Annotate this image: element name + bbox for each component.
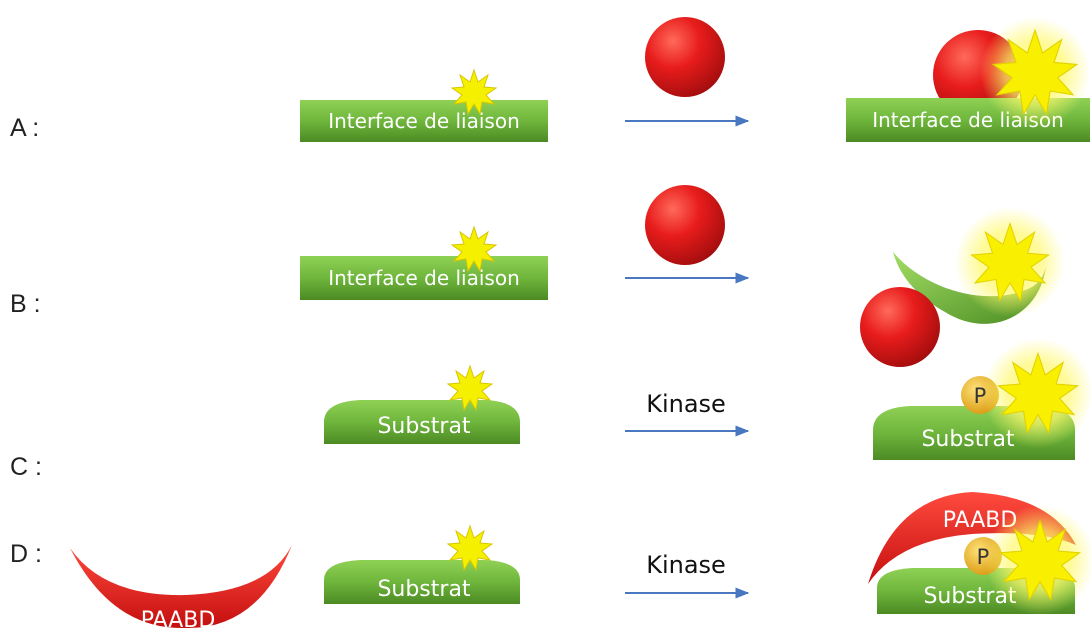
row-label-c: C : xyxy=(10,453,42,481)
row-b-right-complex xyxy=(860,207,1065,367)
row-c-right-complex: Substrat P xyxy=(873,338,1091,460)
binding-interface-box xyxy=(300,100,548,142)
fluorophore-star-icon xyxy=(970,221,1050,302)
fluorophore-star-icon xyxy=(450,68,498,116)
paabd-domain: PAABD xyxy=(70,545,292,633)
kinase-label: Kinase xyxy=(646,551,726,579)
row-label-a: A : xyxy=(10,114,40,142)
row-label-d: D : xyxy=(10,540,42,568)
substrate-text: Substrat xyxy=(377,414,470,439)
substrate-text: Substrat xyxy=(377,577,470,602)
substrate-shape xyxy=(324,560,520,604)
fluorophore-star-icon xyxy=(446,524,494,572)
binding-partner-sphere xyxy=(645,185,725,265)
row-a-left-complex: Interface de liaison xyxy=(300,68,548,142)
paabd-crescent xyxy=(70,545,292,629)
bound-partner-sphere xyxy=(860,287,940,367)
binding-interface-text: Interface de liaison xyxy=(328,109,520,133)
paabd-text: PAABD xyxy=(141,608,216,633)
row-c-left-complex: Substrat xyxy=(324,364,520,444)
row-a-right-complex: Interface de liaison xyxy=(846,17,1090,142)
row-d-right-complex: PAABD Substrat P xyxy=(868,492,1091,615)
fluorophore-star-icon xyxy=(998,518,1082,602)
row-label-b: B : xyxy=(10,290,41,318)
row-d-left-complex: Substrat xyxy=(324,524,520,604)
fluorophore-star-icon xyxy=(996,351,1080,435)
fluorophore-star-icon xyxy=(450,225,498,273)
fluorophore-star-icon xyxy=(446,364,494,412)
fluorophore-star-icon xyxy=(991,28,1079,116)
kinase-label: Kinase xyxy=(646,390,726,418)
binding-partner-sphere xyxy=(645,17,725,97)
binding-interface-text: Interface de liaison xyxy=(328,266,520,290)
row-b-left-complex: Interface de liaison xyxy=(300,225,548,300)
binding-interface-box xyxy=(300,256,548,300)
substrate-shape xyxy=(324,400,520,444)
